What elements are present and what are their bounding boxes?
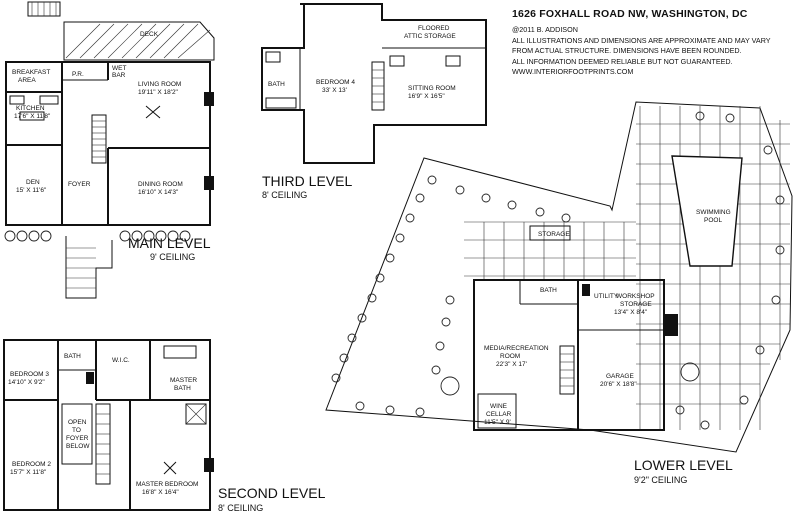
info-block: 1626 FOXHALL ROAD NW, WASHINGTON, DC @20… bbox=[512, 8, 797, 78]
third-level-title: THIRD LEVEL bbox=[262, 173, 352, 189]
swimming-pool bbox=[671, 155, 743, 267]
second-level-plan: BATH W.I.C. BEDROOM 3 14'10" X 9'2" MAST… bbox=[3, 339, 326, 513]
wine-cellar-size: 11'5" X 9' bbox=[484, 419, 511, 426]
main-front-steps bbox=[65, 236, 113, 299]
wic-label: W.I.C. bbox=[112, 357, 130, 364]
landscape-trees bbox=[331, 111, 785, 430]
deck-label: DECK bbox=[140, 31, 159, 38]
lower-bath-label: BATH bbox=[540, 287, 557, 294]
master-bath-label-2: BATH bbox=[174, 385, 191, 392]
bedroom-3-size: 14'10" X 9'2" bbox=[8, 379, 45, 386]
second-bath-label: BATH bbox=[64, 353, 81, 360]
kitchen-island bbox=[19, 111, 45, 121]
breakfast-label-1: BREAKFAST bbox=[12, 69, 50, 76]
attic-label-2: ATTIC STORAGE bbox=[404, 33, 456, 40]
main-level-ceiling: 9' CEILING bbox=[150, 252, 195, 262]
kitchen-size: 17'6" X 11'8" bbox=[14, 113, 51, 120]
wet-bar-label-1: WET bbox=[112, 65, 126, 72]
third-bath-sink bbox=[265, 51, 281, 63]
sitting-room-label: SITTING ROOM bbox=[408, 85, 456, 92]
second-exterior-walls bbox=[3, 339, 211, 511]
third-bath-label: BATH bbox=[268, 81, 285, 88]
third-bath-tub bbox=[265, 97, 297, 109]
storage-label: STORAGE bbox=[538, 231, 570, 238]
main-level-title: MAIN LEVEL bbox=[128, 235, 211, 251]
lower-level-plan: STORAGE SWIMMING POOL BATH UTILITY WORKS… bbox=[325, 101, 793, 485]
open-label-3: FOYER bbox=[66, 435, 89, 442]
deck-outline bbox=[63, 21, 215, 61]
third-level-ceiling: 8' CEILING bbox=[262, 190, 307, 200]
powder-room-label: P.R. bbox=[72, 71, 84, 78]
pool-label-2: POOL bbox=[704, 217, 722, 224]
workshop-size: 13'4" X 8'4" bbox=[614, 309, 648, 316]
bedroom-2-size: 15'7" X 11'8" bbox=[10, 469, 47, 476]
utility-label: UTILITY bbox=[594, 293, 619, 300]
lower-level-ceiling: 9'2" CEILING bbox=[634, 475, 687, 485]
open-label-4: BELOW bbox=[66, 443, 90, 450]
master-bath-tub bbox=[163, 345, 197, 359]
den-size: 15' X 11'6" bbox=[16, 187, 47, 194]
kitchen-sink bbox=[9, 95, 25, 105]
bedroom-4-size: 33' X 13' bbox=[322, 87, 347, 94]
open-label-1: OPEN bbox=[68, 419, 87, 426]
third-level-plan: FLOORED ATTIC STORAGE BATH BEDROOM 4 33'… bbox=[261, 3, 487, 200]
media-room-label-1: MEDIA/RECREATION bbox=[484, 345, 549, 352]
wine-cellar-label-2: CELLAR bbox=[486, 411, 512, 418]
pool-label-1: SWIMMING bbox=[696, 209, 731, 216]
disclaimer-line-1: ALL ILLUSTRATIONS AND DIMENSIONS ARE APP… bbox=[512, 35, 771, 45]
living-room-label: LIVING ROOM bbox=[138, 81, 181, 88]
media-room-label-2: ROOM bbox=[500, 353, 520, 360]
main-level-plan: DECK BREAKFAST AREA P.R. WET BAR LIVING … bbox=[4, 1, 215, 299]
wine-cellar-label-1: WINE bbox=[490, 403, 508, 410]
kitchen-label: KITCHEN bbox=[16, 105, 45, 112]
master-bath-label-1: MASTER bbox=[170, 377, 197, 384]
workshop-label-1: WORKSHOP bbox=[616, 293, 655, 300]
attic-label-1: FLOORED bbox=[418, 25, 450, 32]
garage-size: 20'6" X 18'8" bbox=[600, 381, 637, 388]
open-label-2: TO bbox=[72, 427, 81, 434]
media-room-size: 22'3" X 17' bbox=[496, 361, 527, 368]
breakfast-label-2: AREA bbox=[18, 77, 36, 84]
open-to-foyer-void bbox=[61, 403, 93, 465]
lower-level-title: LOWER LEVEL bbox=[634, 457, 733, 473]
master-bedroom-size: 16'8" X 16'4" bbox=[142, 489, 179, 496]
dining-room-label: DINING ROOM bbox=[138, 181, 183, 188]
living-room-size: 19'11" X 18'2" bbox=[138, 89, 179, 96]
living-fireplace bbox=[204, 92, 214, 106]
second-level-title: SECOND LEVEL bbox=[218, 485, 326, 501]
dining-fireplace bbox=[204, 176, 214, 190]
wet-bar-label-2: BAR bbox=[112, 72, 126, 79]
sitting-room-size: 16'9" X 16'5" bbox=[408, 93, 445, 100]
disclaimer-line-3: ALL INFORMATION DEEMED RELIABLE BUT NOT … bbox=[512, 56, 733, 66]
disclaimer-line-2: FROM ACTUAL STRUCTURE. DIMENSIONS HAVE B… bbox=[512, 46, 742, 55]
lower-exterior-walls bbox=[473, 279, 665, 431]
property-address: 1626 FOXHALL ROAD NW, WASHINGTON, DC bbox=[512, 8, 748, 20]
storage-area bbox=[529, 225, 571, 241]
second-level-ceiling: 8' CEILING bbox=[218, 503, 263, 513]
lower-chimney bbox=[664, 314, 678, 336]
bedroom-3-label: BEDROOM 3 bbox=[10, 371, 49, 378]
wine-cellar-room bbox=[477, 393, 517, 429]
master-bedroom-label: MASTER BEDROOM bbox=[136, 481, 198, 488]
ceiling-fan-icon bbox=[145, 105, 161, 119]
workshop-label-2: STORAGE bbox=[620, 301, 652, 308]
garage-label: GARAGE bbox=[606, 373, 634, 380]
den-label: DEN bbox=[26, 179, 40, 186]
website-link[interactable]: WWW.INTERIORFOOTPRINTS.COM bbox=[512, 67, 634, 76]
dining-room-size: 16'10" X 14'3" bbox=[138, 189, 179, 196]
bedroom-4-label: BEDROOM 4 bbox=[316, 79, 355, 86]
copyright-notice: @2011 B. ADDISON bbox=[512, 25, 578, 34]
master-fireplace bbox=[204, 458, 214, 472]
lot-boundary bbox=[325, 101, 793, 453]
main-exterior-walls bbox=[5, 61, 211, 226]
bedroom-2-label: BEDROOM 2 bbox=[12, 461, 51, 468]
foyer-label: FOYER bbox=[68, 181, 91, 188]
third-exterior-walls bbox=[261, 3, 487, 164]
